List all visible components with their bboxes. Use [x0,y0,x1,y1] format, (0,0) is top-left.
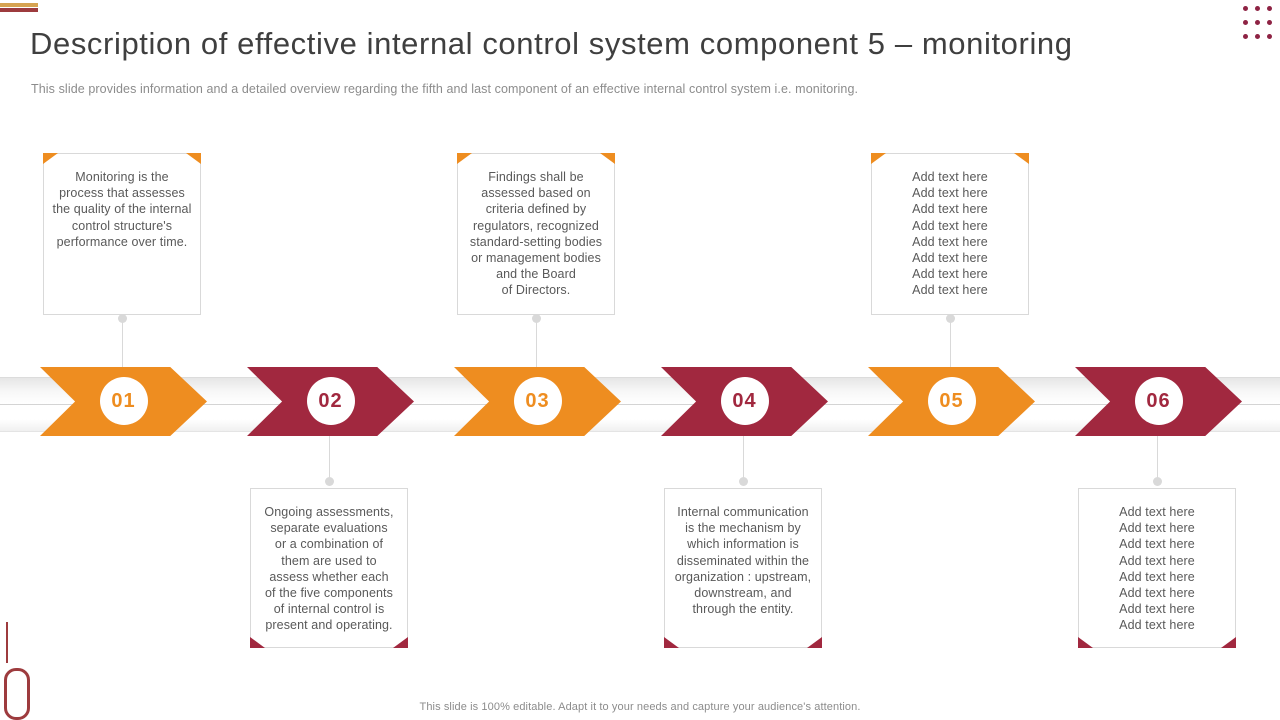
connector-dot [1152,477,1162,486]
corner-fold-icon [1221,637,1236,648]
stage-02-number-badge: 02 [306,377,355,425]
corner-fold-icon [600,153,615,164]
stage-05-number-badge: 05 [927,377,976,425]
dot [1267,20,1272,25]
corner-fold-icon [250,637,265,648]
dot [1243,34,1248,39]
connector-line [1156,436,1158,483]
accent-bar-orange [0,3,38,7]
slide-footer-note: This slide is 100% editable. Adapt it to… [419,701,861,713]
dot [1255,20,1260,25]
corner-fold-icon [1014,153,1029,164]
stage-05-placeholder-text: Add text here Add text here Add text her… [912,170,988,298]
dot [1267,34,1272,39]
connector-dot [945,314,955,323]
stage-06-placeholder-text: Add text here Add text here Add text her… [1119,505,1195,633]
stage-03-text-box[interactable]: Findings shall be assessed based on crit… [457,153,615,315]
corner-fold-icon [43,153,58,164]
slide-subtitle: This slide provides information and a de… [31,82,859,96]
connector-line [535,319,537,377]
stage-02-description: Ongoing assessments, separate evaluation… [264,505,394,633]
dots-grid-decoration [1243,6,1272,39]
connector-dot [738,477,748,486]
corner-fold-icon [664,637,679,648]
dot [1243,20,1248,25]
connector-dot [117,314,127,323]
dot [1255,34,1260,39]
timeline-band [0,377,1280,432]
corner-fold-icon [871,153,886,164]
stage-04-description: Internal communication is the mechanism … [674,505,812,617]
stage-01-text-box[interactable]: Monitoring is the process that assesses … [43,153,201,315]
stage-01-number-badge: 01 [99,377,148,425]
dot [1243,6,1248,11]
corner-fold-icon [807,637,822,648]
stage-04-number-badge: 04 [720,377,769,425]
stage-05-text-box[interactable]: Add text here Add text here Add text her… [871,153,1029,315]
bottom-left-pill-decoration [4,668,30,720]
stage-06-number-badge: 06 [1134,377,1183,425]
corner-fold-icon [186,153,201,164]
stage-03-description: Findings shall be assessed based on crit… [469,170,603,298]
corner-fold-icon [1078,637,1093,648]
bottom-left-line-decoration [6,622,8,663]
stage-03-number-badge: 03 [513,377,562,425]
connector-line [121,319,123,377]
slide-title: Description of effective internal contro… [30,26,1073,61]
stage-02-text-box[interactable]: Ongoing assessments, separate evaluation… [250,488,408,648]
stage-04-text-box[interactable]: Internal communication is the mechanism … [664,488,822,648]
connector-dot [531,314,541,323]
connector-dot [324,477,334,486]
corner-fold-icon [457,153,472,164]
connector-line [742,436,744,483]
timeline-band-centerline [0,404,1280,405]
stage-01-description: Monitoring is the process that assesses … [52,170,192,249]
accent-bar-maroon [0,8,38,12]
connector-line [328,436,330,483]
stage-06-text-box[interactable]: Add text here Add text here Add text her… [1078,488,1236,648]
corner-fold-icon [393,637,408,648]
stage-03-arrow[interactable]: 03 [454,367,621,436]
dot [1267,6,1272,11]
connector-line [949,319,951,377]
dot [1255,6,1260,11]
